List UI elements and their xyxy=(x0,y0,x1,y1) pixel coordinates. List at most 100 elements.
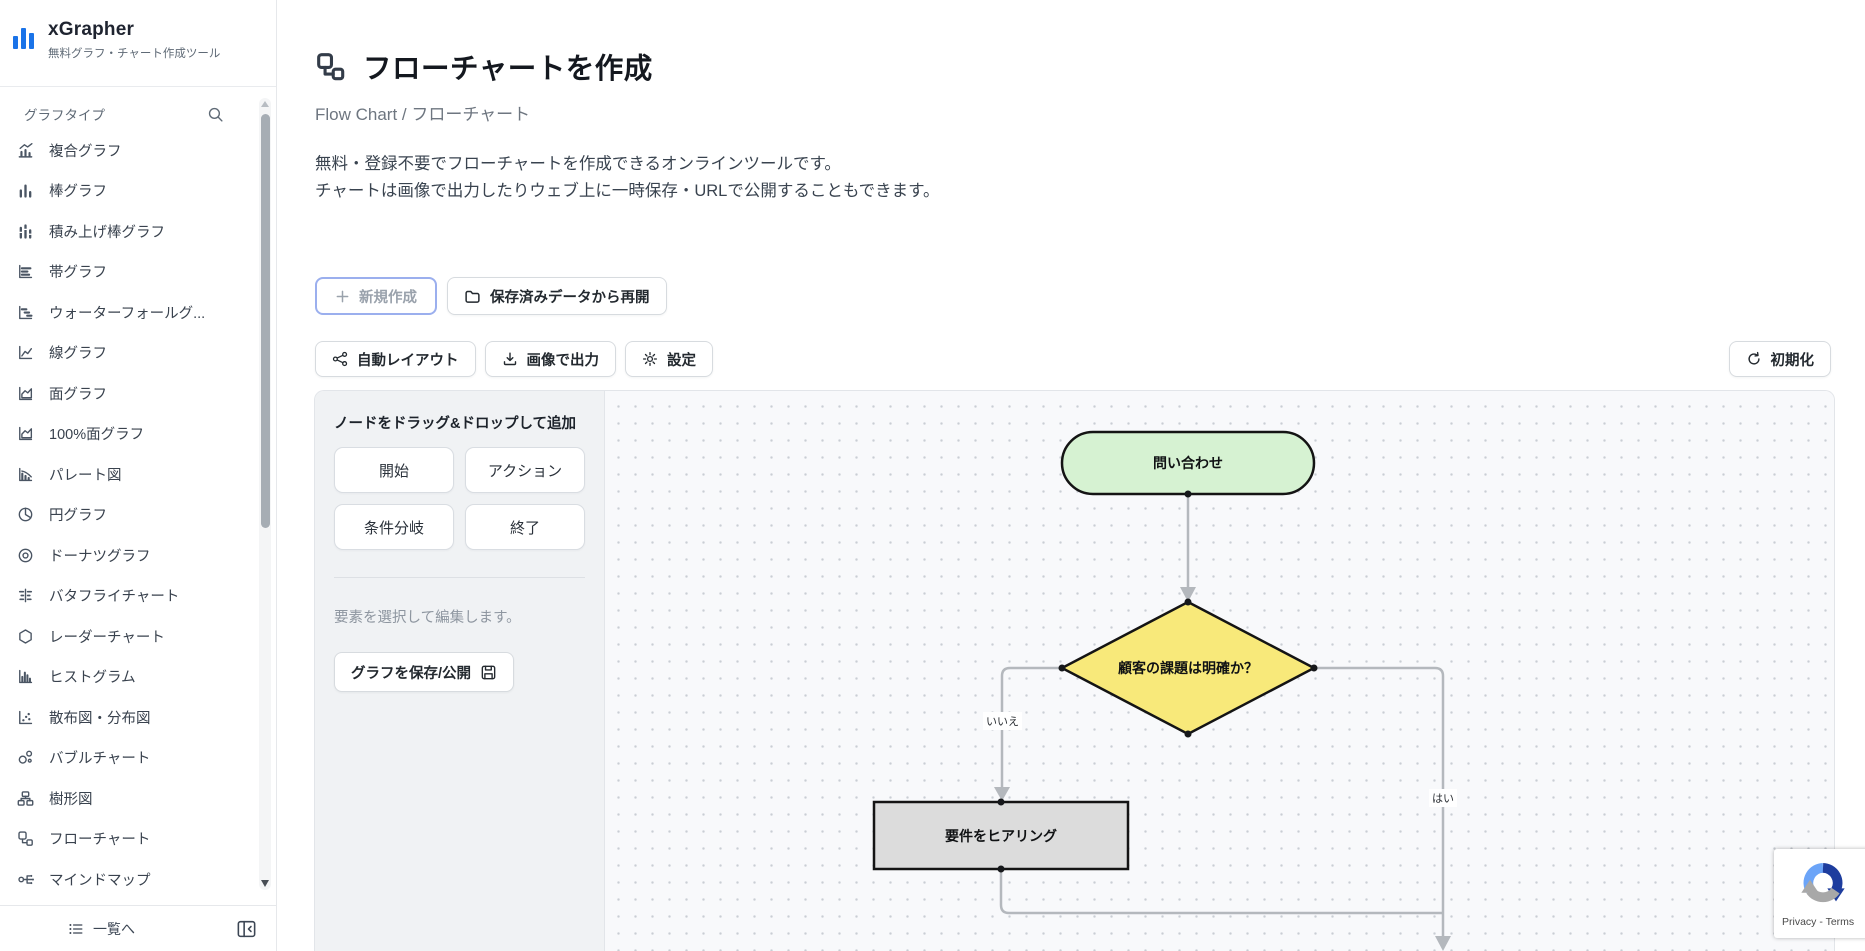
sidebar-item[interactable]: バタフライチャート xyxy=(0,576,256,617)
pareto-chart-icon xyxy=(17,466,34,483)
resume-saved-button[interactable]: 保存済みデータから再開 xyxy=(447,277,667,315)
stacked-bar-chart-icon xyxy=(17,223,34,240)
recaptcha-badge: Privacy - Terms xyxy=(1774,849,1865,938)
app-tagline: 無料グラフ・チャート作成ツール xyxy=(48,48,221,60)
edge-process-out xyxy=(999,869,1443,915)
export-image-button[interactable]: 画像で出力 xyxy=(484,341,616,377)
butterfly-chart-icon xyxy=(17,587,34,604)
list-link[interactable]: 一覧へ xyxy=(68,919,135,939)
save-publish-label: グラフを保存/公開 xyxy=(351,665,472,682)
sidebar-scrollbar[interactable] xyxy=(259,98,271,890)
scroll-up-icon[interactable] xyxy=(261,101,269,107)
search-icon[interactable] xyxy=(207,106,224,123)
sidebar-item[interactable]: フローチャート xyxy=(0,819,256,860)
area-100-chart-icon xyxy=(17,425,34,442)
sidebar-item[interactable]: 棒グラフ xyxy=(0,171,256,212)
sidebar-item-label: パレート図 xyxy=(49,467,122,484)
scrollbar-thumb[interactable] xyxy=(260,114,270,528)
save-publish-button[interactable]: グラフを保存/公開 xyxy=(334,652,515,692)
share-nodes-icon xyxy=(332,351,348,367)
sidebar-item[interactable]: パレート図 xyxy=(0,454,256,495)
graph-type-header: グラフタイプ xyxy=(24,103,224,125)
node-button-condition[interactable]: 条件分岐 xyxy=(334,504,454,550)
edge-decision-no xyxy=(1000,666,1062,787)
sidebar-item-label: フローチャート xyxy=(49,832,151,849)
node-button-grid: 開始 アクション 条件分岐 終了 xyxy=(334,447,585,550)
export-image-label: 画像で出力 xyxy=(526,352,600,369)
band-chart-icon xyxy=(17,263,34,280)
edge-decision-yes xyxy=(1314,666,1445,937)
sidebar-item-label: ヒストグラム xyxy=(49,670,136,687)
recaptcha-logo-icon xyxy=(1801,862,1845,903)
new-button[interactable]: 新規作成 xyxy=(315,277,437,315)
arrowheads xyxy=(994,587,1451,951)
sidebar-item[interactable]: マインドマップ xyxy=(0,859,256,900)
page-title: フローチャートを作成 xyxy=(363,53,653,85)
sidebar-item[interactable]: ヒストグラム xyxy=(0,657,256,698)
recaptcha-privacy-terms[interactable]: Privacy - Terms xyxy=(1782,916,1855,928)
sidebar-item-label: ドーナツグラフ xyxy=(49,548,151,565)
sidebar-item[interactable]: ウォーターフォールグ... xyxy=(0,292,256,333)
start-node[interactable] xyxy=(1060,430,1316,496)
divider xyxy=(0,86,276,87)
sidebar-footer: 一覧へ xyxy=(0,905,276,951)
mindmap-icon xyxy=(17,871,34,888)
sidebar-item[interactable]: レーダーチャート xyxy=(0,616,256,657)
scatter-plot-icon xyxy=(17,709,34,726)
collapse-sidebar-icon[interactable] xyxy=(236,918,257,939)
scroll-down-icon[interactable] xyxy=(261,880,269,887)
sidebar-item[interactable]: バブルチャート xyxy=(0,738,256,779)
donut-chart-icon xyxy=(17,547,34,564)
sidebar-item-label: 積み上げ棒グラフ xyxy=(49,224,165,241)
sidebar-item-label: 100%面グラフ xyxy=(49,427,145,444)
bubble-chart-icon xyxy=(17,749,34,766)
sidebar-item[interactable]: ドーナツグラフ xyxy=(0,535,256,576)
node-button-start[interactable]: 開始 xyxy=(334,447,454,493)
flowchart-canvas[interactable]: 問い合わせ 顧客の課題は明確か？ 要件をヒアリング いいえ はい xyxy=(606,391,1834,951)
page-description: 無料・登録不要でフローチャートを作成できるオンラインツールです。 チャートは画像… xyxy=(315,151,940,205)
flowchart-title-icon xyxy=(315,51,346,82)
list-icon xyxy=(68,921,84,937)
process-node[interactable] xyxy=(872,800,1130,871)
sidebar-item[interactable]: 積み上げ棒グラフ xyxy=(0,211,256,252)
flowchart-icon xyxy=(17,830,34,847)
canvas-toolbar: 自動レイアウト 画像で出力 設定 初期化 xyxy=(315,341,1831,377)
histogram-icon xyxy=(17,668,34,685)
sidebar-item-label: 樹形図 xyxy=(49,791,93,808)
sidebar-item[interactable]: 帯グラフ xyxy=(0,252,256,293)
resume-button-label: 保存済みデータから再開 xyxy=(490,289,650,306)
plus-icon xyxy=(335,289,350,304)
settings-button[interactable]: 設定 xyxy=(625,341,713,377)
sidebar-item[interactable]: 100%面グラフ xyxy=(0,414,256,455)
auto-layout-button[interactable]: 自動レイアウト xyxy=(315,341,476,377)
radar-chart-icon xyxy=(17,628,34,645)
gear-icon xyxy=(642,351,658,367)
node-button-end[interactable]: 終了 xyxy=(465,504,585,550)
sidebar-item[interactable]: 複合グラフ xyxy=(0,130,256,171)
description-line-2: チャートは画像で出力したりウェブ上に一時保存・URLで公開することもできます。 xyxy=(315,182,940,200)
panel-hint: 要素を選択して編集します。 xyxy=(334,610,521,626)
list-link-label: 一覧へ xyxy=(93,920,135,937)
sidebar-item[interactable]: 散布図・分布図 xyxy=(0,697,256,738)
sidebar-item[interactable]: 樹形図 xyxy=(0,778,256,819)
settings-label: 設定 xyxy=(667,352,696,369)
reset-button[interactable]: 初期化 xyxy=(1728,341,1831,377)
node-button-action[interactable]: アクション xyxy=(465,447,585,493)
waterfall-chart-icon xyxy=(17,304,34,321)
sidebar-item[interactable]: 面グラフ xyxy=(0,373,256,414)
sidebar-item-label: 線グラフ xyxy=(49,346,107,363)
flowchart-workspace: ノードをドラッグ&ドロップして追加 開始 アクション 条件分岐 終了 要素を選択… xyxy=(314,390,1835,951)
decision-node[interactable] xyxy=(1059,600,1317,736)
sidebar-item-label: バブルチャート xyxy=(49,751,151,768)
page-header: フローチャートを作成 xyxy=(315,46,653,87)
divider xyxy=(334,577,585,578)
breadcrumb: Flow Chart / フローチャート xyxy=(315,105,531,124)
folder-icon xyxy=(464,288,481,305)
sidebar-menu: 複合グラフ棒グラフ積み上げ棒グラフ帯グラフウォーターフォールグ... 線グラフ面グ… xyxy=(0,130,256,900)
sidebar-item[interactable]: 線グラフ xyxy=(0,333,256,374)
flow-edges xyxy=(999,494,1445,937)
app-logo[interactable]: xGrapher 無料グラフ・チャート作成ツール xyxy=(13,19,220,61)
description-line-1: 無料・登録不要でフローチャートを作成できるオンラインツールです。 xyxy=(315,155,841,173)
combo-chart-icon xyxy=(17,142,34,159)
sidebar-item[interactable]: 円グラフ xyxy=(0,495,256,536)
